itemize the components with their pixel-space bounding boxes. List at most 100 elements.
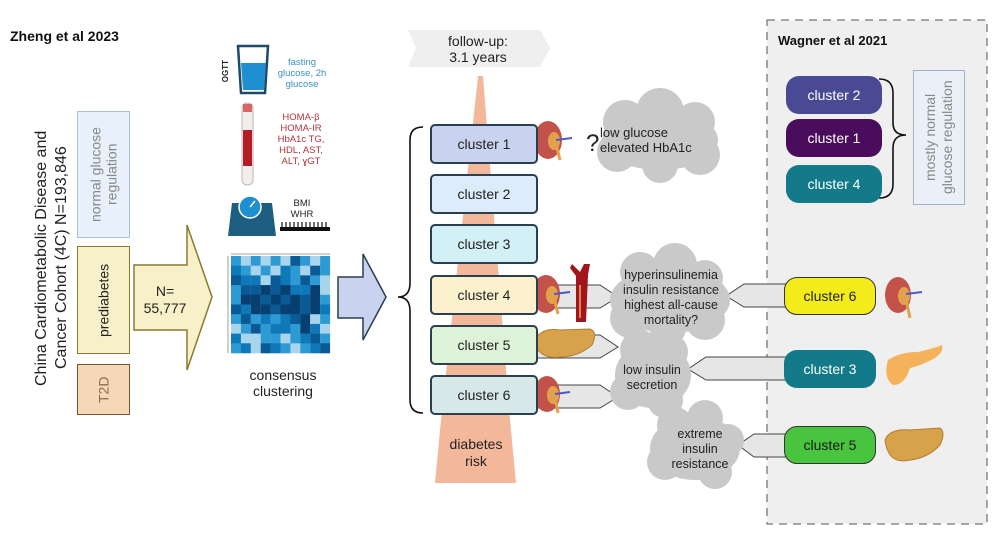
heatmap-cell — [320, 304, 331, 315]
heatmap-cell — [290, 323, 301, 334]
heatmap-cell — [240, 343, 251, 354]
left-study-title: Zheng et al 2023 — [10, 28, 119, 44]
heatmap-cell — [240, 304, 251, 315]
heatmap-cell — [250, 304, 261, 315]
heatmap-cell — [280, 333, 291, 344]
wagner-cluster-6: cluster 6 — [784, 277, 876, 315]
glass-icon — [236, 44, 270, 95]
group-prediabetes: prediabetes — [77, 246, 130, 354]
heatmap-cell — [310, 294, 321, 305]
question-mark: ? — [586, 130, 600, 157]
heatmap-cell — [231, 275, 241, 286]
heatmap-cell — [320, 323, 331, 334]
heatmap-cell — [260, 294, 271, 305]
heatmap-cell — [280, 275, 291, 286]
heatmap-cell — [320, 256, 331, 266]
heatmap-cell — [290, 343, 301, 354]
cloud-2-text: hyperinsulinemia insulin resistance high… — [623, 268, 719, 327]
heatmap-cell — [290, 256, 301, 266]
heatmap-cell — [280, 256, 291, 266]
cloud-4-text: extreme insulin resistance — [671, 427, 729, 471]
heatmap-cell — [240, 314, 251, 325]
heatmap-cell — [320, 294, 331, 305]
heatmap-cell — [280, 285, 291, 296]
heatmap-cell — [270, 256, 281, 266]
heatmap-cell — [280, 294, 291, 305]
heatmap-cell — [280, 323, 291, 334]
heatmap-cell — [290, 285, 301, 296]
heatmap-cell — [280, 343, 291, 354]
connector-w-cluster3 — [687, 356, 787, 381]
measure-glucose: fasting glucose, 2h glucose — [277, 57, 327, 90]
heatmap-cell — [240, 265, 251, 276]
blood-tube-icon — [241, 102, 254, 186]
connector-w-cluster5 — [737, 433, 787, 458]
heatmap-cell — [250, 285, 261, 296]
heatmap-cell — [320, 314, 331, 325]
wagner-group-label-text: mostly normal glucose regulation — [922, 80, 955, 195]
heatmap-cell — [300, 323, 311, 334]
cluster-3: cluster 3 — [430, 224, 538, 264]
heatmap-cell — [260, 323, 271, 334]
heatmap-cell — [300, 314, 311, 325]
heatmap-cell — [310, 333, 321, 344]
group-prediabetes-label: prediabetes — [95, 263, 112, 337]
sample-arrow — [133, 224, 213, 371]
heatmap-cell — [310, 275, 321, 286]
heatmap-label: consensus clustering — [249, 367, 317, 399]
cluster-5: cluster 5 — [430, 325, 538, 365]
heatmap-cell — [240, 323, 251, 334]
heatmap-cell — [231, 304, 241, 315]
group-t2d-label: T2D — [95, 376, 112, 403]
risk-label: diabetes risk — [449, 436, 503, 469]
heatmap-cell — [270, 294, 281, 305]
heatmap-cell — [280, 314, 291, 325]
heatmap-cell — [250, 275, 261, 286]
heatmap-cell — [320, 265, 331, 276]
heatmap-cell — [320, 285, 331, 296]
heatmap-axis — [227, 253, 330, 353]
heatmap-cell — [280, 304, 291, 315]
ruler-icon — [280, 222, 330, 231]
heatmap-cell — [231, 333, 241, 344]
heatmap-cell — [320, 333, 331, 344]
liver-icon — [533, 328, 596, 358]
heatmap-cell — [231, 285, 241, 296]
heatmap-cell — [260, 285, 271, 296]
heatmap-cell — [240, 294, 251, 305]
consensus-heatmap — [231, 256, 331, 354]
heatmap-cell — [310, 343, 321, 354]
heatmap-cell — [290, 314, 301, 325]
heatmap-cell — [320, 343, 331, 354]
heatmap-cell — [310, 256, 321, 266]
wagner-cluster-3: cluster 3 — [784, 350, 876, 388]
pancreas-icon — [886, 345, 943, 385]
heatmap-cell — [300, 256, 311, 266]
group-normal-label: normal glucose regulation — [87, 127, 120, 222]
heatmap-cell — [290, 294, 301, 305]
kidney-icon — [534, 376, 571, 414]
sample-size: N= 55,777 — [143, 283, 187, 316]
heatmap-cell — [270, 304, 281, 315]
cloud-3 — [610, 330, 691, 418]
cluster-1: cluster 1 — [430, 124, 538, 164]
wagner-cluster-2: cluster 2 — [786, 76, 882, 114]
heatmap-cell — [240, 285, 251, 296]
heatmap-cell — [250, 256, 261, 266]
cohort-label: China Cardiometabolic Disease and Cancer… — [33, 130, 70, 386]
heatmap-cell — [240, 333, 251, 344]
heatmap-cell — [290, 275, 301, 286]
heatmap-cell — [231, 323, 241, 334]
cloud-4 — [647, 400, 744, 489]
heatmap-cell — [260, 265, 271, 276]
cloud-1-text: low glucose elevated HbA1c — [600, 125, 692, 155]
cluster-arrow — [337, 253, 387, 341]
heatmap-cell — [310, 285, 321, 296]
heatmap-cell — [250, 265, 261, 276]
heatmap-cell — [270, 333, 281, 344]
wagner-cluster-5: cluster 5 — [784, 426, 876, 464]
measure-body: BMI WHR — [290, 198, 314, 220]
heatmap-cell — [250, 333, 261, 344]
cluster-bracket — [397, 126, 424, 414]
heatmap-cell — [270, 265, 281, 276]
